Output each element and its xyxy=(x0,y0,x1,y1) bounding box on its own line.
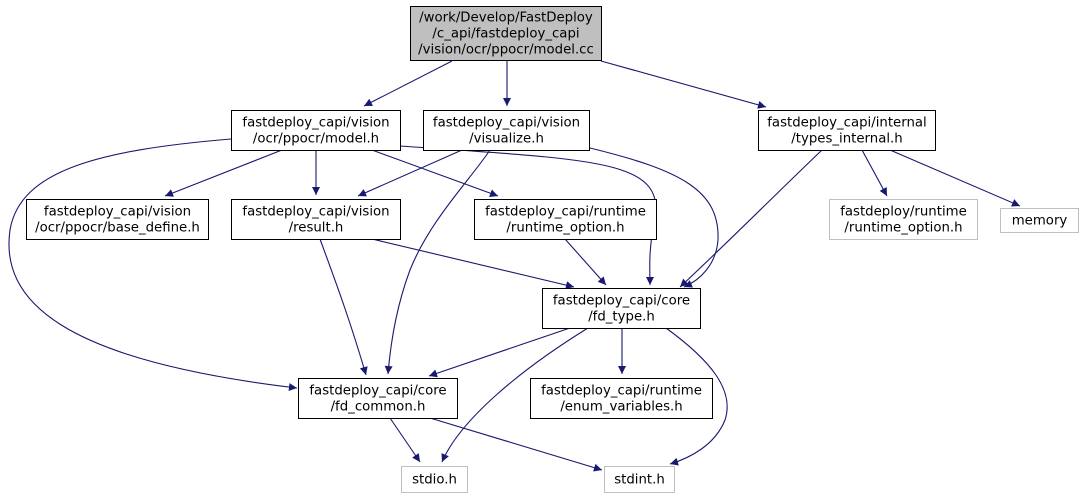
node-result-h[interactable]: fastdeploy_capi/vision/result.h xyxy=(231,199,401,240)
edge-types-internal-h-to-fd-type-h xyxy=(679,149,823,288)
node-box xyxy=(401,466,468,493)
edge-model-h-to-capi-runtime-option-h xyxy=(371,149,499,198)
node-label-line: fastdeploy_capi/vision xyxy=(242,116,389,131)
edges-layer xyxy=(8,60,1021,472)
node-box[interactable] xyxy=(231,199,401,240)
node-box[interactable] xyxy=(530,378,713,419)
edge-model-h-to-fd-type-h xyxy=(399,145,657,286)
node-box[interactable] xyxy=(474,199,657,240)
edge-fd-common-h-to-stdint-h xyxy=(429,417,603,472)
node-root: /work/Develop/FastDeploy/c_api/fastdeplo… xyxy=(410,6,602,61)
node-box[interactable] xyxy=(758,110,936,151)
node-memory: memory xyxy=(1000,208,1079,233)
node-box xyxy=(604,466,675,493)
node-label-line: stdio.h xyxy=(412,473,457,488)
node-fd-runtime-option-h: fastdeploy/runtime/runtime_option.h xyxy=(829,199,978,240)
edge-fd-type-h-to-stdint-h xyxy=(665,327,728,466)
node-label-line: fastdeploy/runtime xyxy=(840,205,967,220)
node-label-line: /runtime_option.h xyxy=(844,221,962,236)
node-label-line: /c_api/fastdeploy_capi xyxy=(432,27,579,42)
node-box[interactable] xyxy=(542,288,701,329)
node-label-line: fastdeploy_capi/core xyxy=(309,384,446,399)
edge-model-h-to-fd-common-h xyxy=(8,138,298,392)
edge-visualize-h-to-fd-type-h xyxy=(589,147,719,288)
node-label-line: fastdeploy_capi/internal xyxy=(767,116,926,131)
node-label-line: fastdeploy_capi/vision xyxy=(433,116,580,131)
node-label-line: memory xyxy=(1012,214,1068,229)
edge-result-h-to-fd-common-h xyxy=(319,238,368,376)
node-label-line: fastdeploy_capi/vision xyxy=(44,205,191,220)
node-label-line: /work/Develop/FastDeploy xyxy=(419,11,593,26)
node-box[interactable] xyxy=(26,199,209,240)
edge-root-to-model-h xyxy=(363,60,453,107)
node-fd-common-h[interactable]: fastdeploy_capi/core/fd_common.h xyxy=(298,378,458,419)
edge-fd-common-h-to-stdio-h xyxy=(389,417,421,463)
node-visualize-h[interactable]: fastdeploy_capi/vision/visualize.h xyxy=(423,110,590,151)
node-label-line: fastdeploy_capi/runtime xyxy=(541,384,702,399)
node-label-line: fastdeploy_capi/vision xyxy=(242,205,389,220)
node-label-line: /vision/ocr/ppocr/model.cc xyxy=(418,43,594,58)
node-enum-variables-h[interactable]: fastdeploy_capi/runtime/enum_variables.h xyxy=(530,378,713,419)
node-label-line: /runtime_option.h xyxy=(506,221,624,236)
edge-result-h-to-fd-type-h xyxy=(371,238,575,290)
node-label-line: /types_internal.h xyxy=(791,132,902,147)
node-box[interactable] xyxy=(231,110,401,151)
node-label-line: /fd_type.h xyxy=(588,310,655,325)
node-capi-runtime-option-h[interactable]: fastdeploy_capi/runtime/runtime_option.h xyxy=(474,199,657,240)
node-box xyxy=(1000,208,1079,233)
node-label-line: /result.h xyxy=(289,221,344,236)
node-model-h[interactable]: fastdeploy_capi/vision/ocr/ppocr/model.h xyxy=(231,110,401,151)
node-types-internal-h[interactable]: fastdeploy_capi/internal/types_internal.… xyxy=(758,110,936,151)
edge-model-h-to-base-define-h xyxy=(164,149,283,197)
node-box xyxy=(829,199,978,240)
edge-root-to-types-internal-h xyxy=(600,60,767,109)
node-stdint-h: stdint.h xyxy=(604,466,675,493)
edge-fd-type-h-to-stdio-h xyxy=(441,327,589,463)
node-label-line: fastdeploy_capi/runtime xyxy=(485,205,646,220)
node-label-line: /visualize.h xyxy=(469,132,544,147)
node-label-line: fastdeploy_capi/core xyxy=(553,294,690,309)
edge-types-internal-h-to-fd-runtime-option-h xyxy=(861,149,888,197)
node-box xyxy=(410,6,602,61)
edge-visualize-h-to-result-h xyxy=(357,149,463,197)
edge-visualize-h-to-fd-common-h xyxy=(384,149,491,375)
edge-capi-runtime-option-h-to-fd-type-h xyxy=(564,238,607,286)
node-base-define-h[interactable]: fastdeploy_capi/vision/ocr/ppocr/base_de… xyxy=(26,199,209,240)
node-box[interactable] xyxy=(298,378,458,419)
node-stdio-h: stdio.h xyxy=(401,466,468,493)
node-label-line: /ocr/ppocr/base_define.h xyxy=(35,221,200,236)
edge-fd-type-h-to-fd-common-h xyxy=(428,327,571,378)
node-box[interactable] xyxy=(423,110,590,151)
node-label-line: /ocr/ppocr/model.h xyxy=(253,132,379,147)
nodes-layer: /work/Develop/FastDeploy/c_api/fastdeplo… xyxy=(26,6,1079,493)
node-label-line: /enum_variables.h xyxy=(560,400,682,415)
node-label-line: stdint.h xyxy=(614,473,665,488)
node-fd-type-h[interactable]: fastdeploy_capi/core/fd_type.h xyxy=(542,288,701,329)
node-label-line: /fd_common.h xyxy=(331,400,426,415)
edge-types-internal-h-to-memory xyxy=(889,149,1021,207)
